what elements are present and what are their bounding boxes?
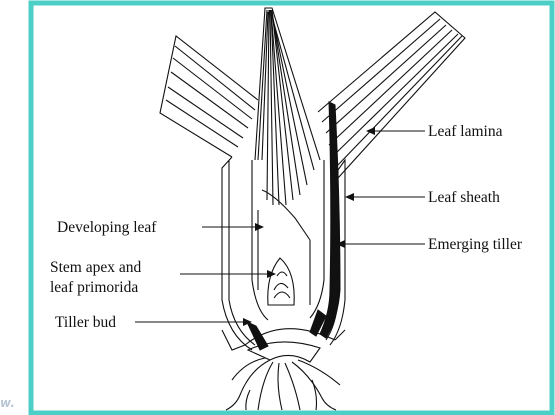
- emerging-tiller-shape: [320, 102, 340, 338]
- right-leaf-lamina: [318, 12, 465, 178]
- label-developing-leaf: Developing leaf: [57, 219, 157, 236]
- central-leaf-blade: [252, 8, 324, 320]
- roots: [226, 358, 340, 410]
- stem-apex: [268, 258, 294, 305]
- arrow-stem-apex: [267, 270, 276, 278]
- arrowheads: [243, 127, 375, 326]
- label-leaf-lamina: Leaf lamina: [428, 123, 503, 140]
- arrow-developing-leaf: [255, 223, 264, 231]
- plant-drawing: [160, 8, 465, 410]
- label-emerging-tiller: Emerging tiller: [428, 236, 523, 253]
- label-tiller-bud: Tiller bud: [55, 314, 116, 331]
- label-leaf-sheath: Leaf sheath: [428, 189, 500, 206]
- label-stem-apex-line2: leaf primorida: [50, 279, 138, 296]
- developing-leaf-fold: [258, 190, 310, 305]
- label-stem-apex-line1: Stem apex and: [50, 259, 142, 276]
- leader-lines: [135, 131, 425, 322]
- arrow-leaf-sheath: [345, 193, 354, 201]
- left-leaf-lamina: [160, 36, 258, 157]
- tiller-bud-shape: [247, 322, 268, 350]
- diagram-frame: [31, 3, 552, 413]
